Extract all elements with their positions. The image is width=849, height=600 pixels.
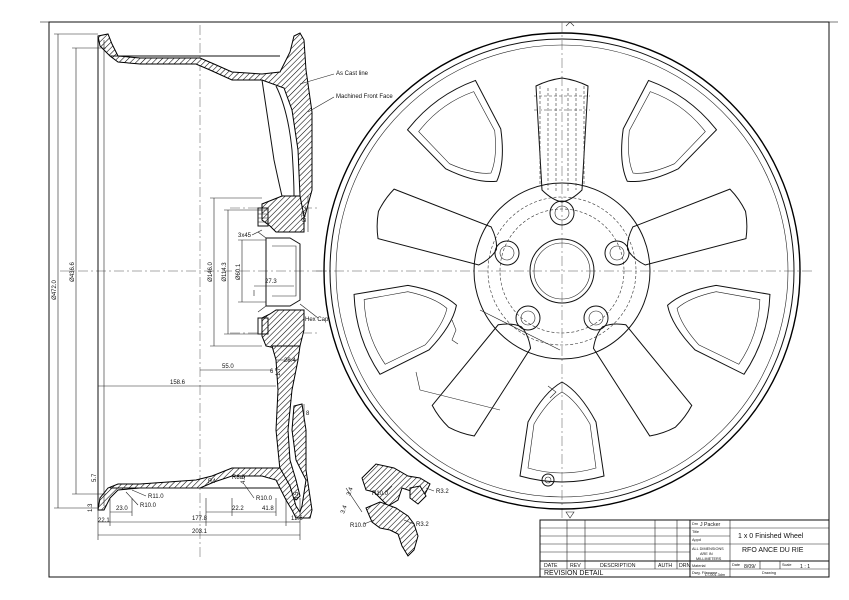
dim-r11: R11.0 [148,494,164,500]
spoke-section-detail-lower: R10.0 R3.2 3.4 [340,501,429,557]
tb-appd-label: Appd [692,538,701,542]
spoke-section-detail-upper: R10.0 R3.2 3.4 [345,463,449,513]
upper-r10: R10.0 [372,491,389,497]
upper-r3: R3.2 [436,489,449,495]
tb-drn-value: J Packer [700,522,720,528]
section-dimensions: Ø472.0 Ø436.6 Ø146.0 Ø114.3 Ø60.1 Ø72.2 … [52,33,393,540]
dim-v4-5: 4.5 [241,475,247,484]
dim-d203: 203.1 [192,529,208,535]
lug-holes [494,200,630,331]
dim-d436: Ø436.6 [70,261,76,281]
dim-d23: 23.0 [116,506,128,512]
dim-v3-5: 3.5 [294,491,300,500]
lower-r3: R3.2 [416,522,429,528]
dim-d12: 12.6 [291,516,303,522]
dim-d55: 55.0 [222,364,234,370]
dim-d114: Ø114.3 [222,262,228,282]
dim-d22-2: 22.2 [232,506,244,512]
dim-d158: 158.6 [170,380,186,386]
dim-chamfer: 3x45 [238,233,252,239]
tb-col-description: DESCRIPTION [600,563,636,569]
dim-r4: R4 [208,479,216,485]
tb-dims-note-2: ARE IN [700,552,713,556]
dim-r10a: R10.0 [140,503,157,509]
dim-v8: 8 [306,411,310,417]
tb-drn-label: Drn [692,522,698,526]
tb-scale-label: Scale [782,563,792,567]
tb-revision-detail: REVISION DETAIL [544,570,603,577]
sheet-border [48,21,830,578]
tb-dwg-filename-label: Dwg. Filename [692,571,717,575]
dim-d60: Ø60.1 [236,263,242,280]
dim-r10b: R10.0 [256,496,273,502]
tb-date-value: 8/09/ [744,564,756,570]
dim-d177: 177.8 [192,516,208,522]
tb-scale-value: 1 : 1 [800,564,810,570]
tb-dwg-filename-value: LT-001.3dm [705,573,725,577]
title-block: Drn J Packer Title 1 x 0 Finished Wheel … [539,519,830,578]
dim-v1-7: 1.7 [276,367,282,376]
tb-dims-note-1: ALL DIMENSIONS [692,547,724,551]
lower-w: 3.4 [340,504,349,515]
tb-col-rev: REV [570,563,581,569]
dim-r8: R8.0 [232,475,245,481]
dim-d22-1: 22.1 [98,518,110,524]
upper-w: 3.4 [346,486,355,497]
dim-d27: 27.3 [265,279,277,285]
tb-col-auth: AUTH [658,563,672,569]
lower-r10: R10.0 [350,523,367,529]
note-as-cast-line: As Cast line [336,71,369,77]
dim-d28: 28.4 [284,358,296,364]
wheel-cross-section [60,25,330,560]
tb-title-value: 1 x 0 Finished Wheel [738,533,804,540]
tb-drawing-label: Drawing [762,571,776,575]
dim-v5-7: 5.7 [92,473,98,482]
dim-v6: 6 [270,369,274,375]
tb-material-label: Material [692,564,706,568]
note-machined-front-face: Machined Front Face [336,94,393,100]
wheel-front-view [316,21,815,519]
dim-d72: Ø72.2 [302,205,308,222]
dim-v1-3: 1.3 [88,503,94,512]
dim-d472: Ø472.0 [52,279,58,299]
tb-dims-note-3: MILLIMETERS [696,557,722,561]
tb-title-label: Title [692,530,699,534]
tb-subtitle: RFO ANCE DU RIE [742,547,804,554]
note-hex-cap: Hex Cap [305,317,329,323]
dim-d146: Ø146.0 [208,261,214,281]
tb-date-label: Date [732,563,740,567]
dim-d41: 41.8 [262,506,274,512]
tb-col-drn: DRN [679,563,690,569]
tb-col-date: DATE [544,563,558,569]
